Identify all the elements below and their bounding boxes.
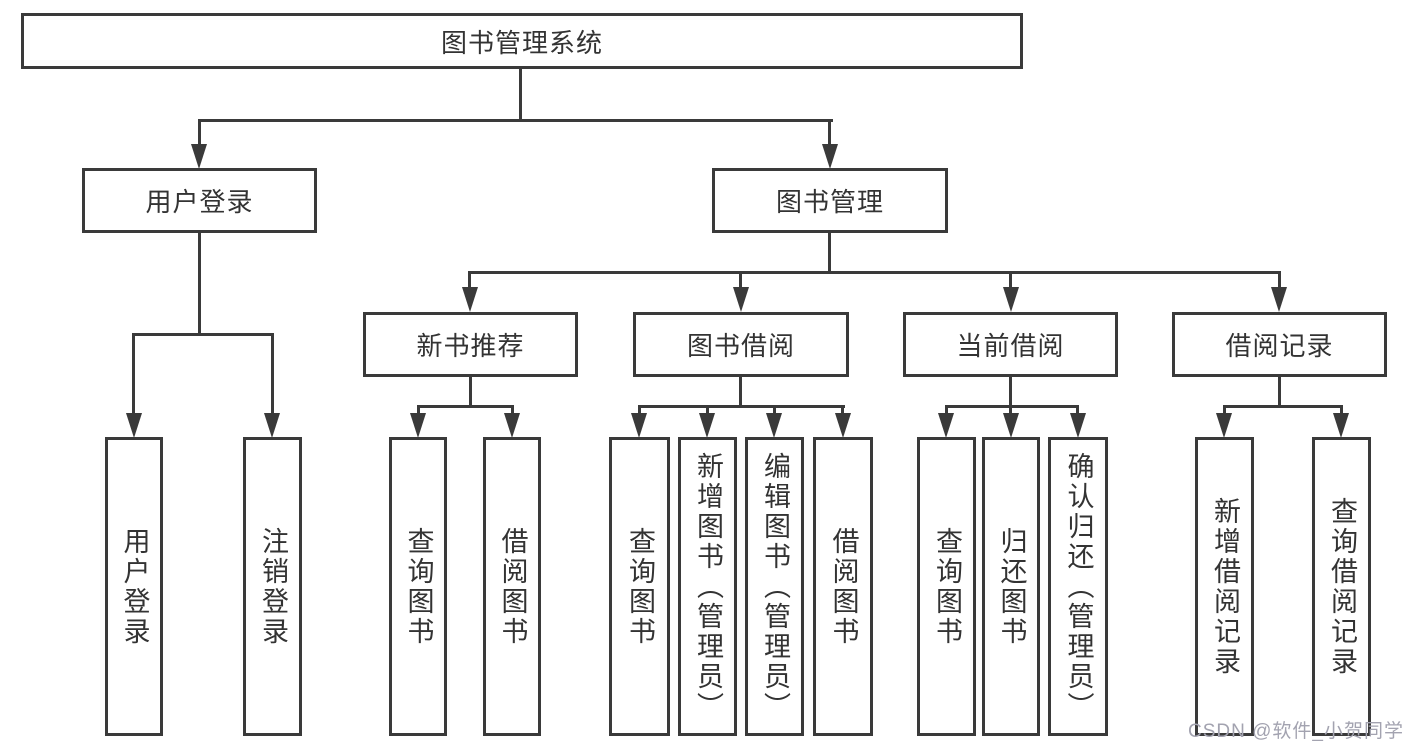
connector-line <box>739 271 742 289</box>
arrowhead-icon <box>126 413 142 438</box>
connector-line <box>417 405 420 417</box>
node-current-borrow: 当前借阅 <box>903 312 1118 377</box>
connector-line <box>1223 405 1226 417</box>
arrowhead-icon <box>1003 413 1019 438</box>
leaf-borrow-add-book: 新增图书（管理员） <box>678 437 737 736</box>
node-book-management: 图书管理 <box>712 168 948 233</box>
node-book-management-label: 图书管理 <box>775 187 884 217</box>
arrowhead-icon <box>835 413 851 438</box>
connector-line <box>1223 405 1343 408</box>
leaf-current-confirm-return-label: 确认归还（管理员） <box>1063 451 1094 722</box>
arrowhead-icon <box>1216 413 1232 438</box>
leaf-record-query: 查询借阅记录 <box>1312 437 1371 736</box>
connector-line <box>468 271 471 289</box>
leaf-recommend-borrow-book-label: 借阅图书 <box>497 526 528 647</box>
watermark-text: CSDN @软件_小贺同学 <box>1188 721 1404 742</box>
node-book-borrow: 图书借阅 <box>633 312 849 377</box>
node-new-book-recommend: 新书推荐 <box>363 312 578 377</box>
node-borrow-record: 借阅记录 <box>1172 312 1387 377</box>
connector-line <box>638 405 641 417</box>
leaf-record-add-label: 新增借阅记录 <box>1210 496 1240 677</box>
connector-line <box>417 405 514 408</box>
node-book-borrow-label: 图书借阅 <box>686 331 795 361</box>
connector-line <box>511 405 514 417</box>
leaf-logout: 注销登录 <box>243 437 302 736</box>
leaf-current-return-book-label: 归还图书 <box>996 526 1027 647</box>
node-borrow-record-label: 借阅记录 <box>1225 331 1334 361</box>
leaf-login-label: 用户登录 <box>119 526 150 647</box>
connector-line <box>706 405 709 417</box>
arrowhead-icon <box>504 413 520 438</box>
arrowhead-icon <box>699 413 715 438</box>
connector-line <box>198 233 201 336</box>
arrowhead-icon <box>1003 287 1019 312</box>
leaf-recommend-query-book: 查询图书 <box>389 437 447 736</box>
leaf-borrow-edit-book-label: 编辑图书（管理员） <box>760 451 790 722</box>
leaf-borrow-query-book: 查询图书 <box>609 437 670 736</box>
arrowhead-icon <box>631 413 647 438</box>
leaf-current-return-book: 归还图书 <box>982 437 1040 736</box>
leaf-current-query-book: 查询图书 <box>917 437 976 736</box>
leaf-logout-label: 注销登录 <box>258 526 288 647</box>
arrowhead-icon <box>822 144 838 169</box>
arrowhead-icon <box>1333 413 1349 438</box>
arrowhead-icon <box>733 287 749 312</box>
arrowhead-icon <box>410 413 426 438</box>
arrowhead-icon <box>1070 413 1086 438</box>
connector-line <box>469 377 472 408</box>
arrowhead-icon <box>264 413 280 438</box>
leaf-borrow-borrow-book: 借阅图书 <box>813 437 873 736</box>
leaf-recommend-borrow-book: 借阅图书 <box>483 437 541 736</box>
leaf-recommend-query-book-label: 查询图书 <box>403 526 434 647</box>
connector-line <box>945 405 1079 408</box>
connector-line <box>271 333 274 415</box>
connector-line <box>468 271 1281 274</box>
connector-line <box>132 333 135 415</box>
connector-line <box>1278 377 1281 408</box>
leaf-borrow-borrow-book-label: 借阅图书 <box>828 526 859 647</box>
leaf-record-query-label: 查询借阅记录 <box>1327 496 1357 677</box>
connector-line <box>773 405 776 417</box>
connector-line <box>638 405 845 408</box>
leaf-login: 用户登录 <box>105 437 163 736</box>
connector-line <box>1340 405 1343 417</box>
leaf-borrow-edit-book: 编辑图书（管理员） <box>745 437 804 736</box>
node-root: 图书管理系统 <box>21 13 1023 69</box>
arrowhead-icon <box>191 144 207 169</box>
leaf-record-add: 新增借阅记录 <box>1195 437 1254 736</box>
node-root-label: 图书管理系统 <box>440 27 603 58</box>
node-user-login: 用户登录 <box>82 168 317 233</box>
connector-line <box>198 119 833 122</box>
connector-line <box>828 119 831 147</box>
leaf-borrow-query-book-label: 查询图书 <box>625 526 655 647</box>
connector-line <box>198 119 201 147</box>
arrowhead-icon <box>1271 287 1287 312</box>
connector-line <box>519 69 522 122</box>
node-current-borrow-label: 当前借阅 <box>956 331 1065 361</box>
connector-line <box>1076 405 1079 417</box>
connector-line <box>1009 405 1012 417</box>
arrowhead-icon <box>462 287 478 312</box>
leaf-current-confirm-return: 确认归还（管理员） <box>1048 437 1108 736</box>
connector-line <box>132 333 274 336</box>
connector-line <box>828 233 831 274</box>
connector-line <box>1009 271 1012 289</box>
connector-line <box>945 405 948 417</box>
arrowhead-icon <box>766 413 782 438</box>
node-new-book-recommend-label: 新书推荐 <box>416 331 525 361</box>
connector-line <box>1278 271 1281 289</box>
connector-line <box>739 377 742 408</box>
connector-line <box>1009 377 1012 408</box>
connector-line <box>841 405 844 417</box>
leaf-current-query-book-label: 查询图书 <box>932 526 962 647</box>
leaf-borrow-add-book-label: 新增图书（管理员） <box>693 451 723 722</box>
node-user-login-label: 用户登录 <box>145 187 254 217</box>
arrowhead-icon <box>938 413 954 438</box>
